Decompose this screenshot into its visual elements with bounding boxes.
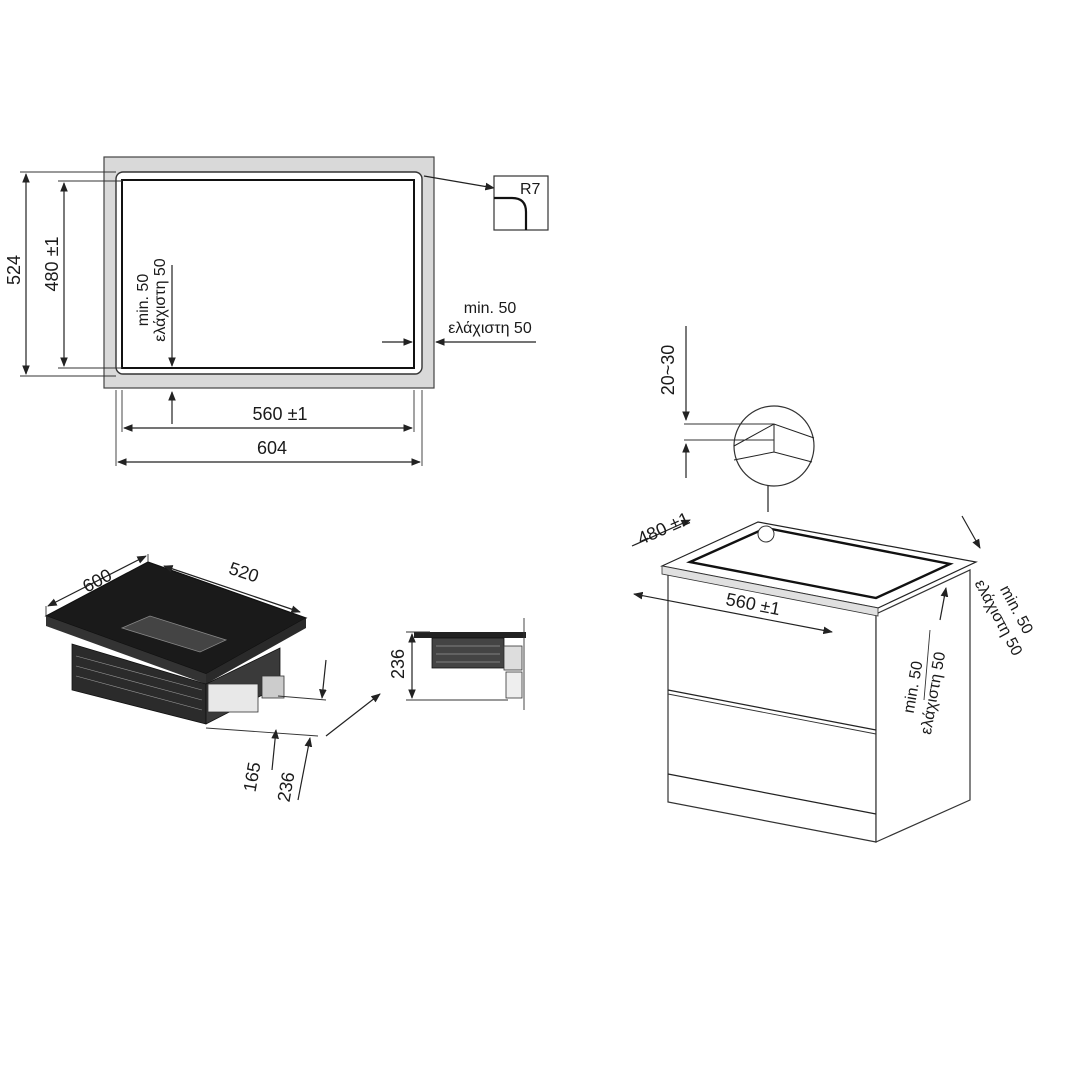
hob-glass-edge-side [206,618,306,684]
section-duct [505,671,523,699]
dim-tick-top [319,659,327,699]
dim-label-165: 165 [240,760,265,793]
dim-label-520: 520 [226,558,261,586]
drawer-line-1 [667,689,877,731]
cabinet-install: 20~30 480 ±1 560 ±1 min. 50 ελάχιστη 50 … [631,326,1036,843]
min-side-arrow [961,515,981,549]
dim-label-560: 560 ±1 [253,404,308,424]
dim-line-236 [297,737,313,801]
section-body [431,637,505,669]
hob-isometric: 600 520 165 236 [44,554,381,803]
dim-label-604: 604 [257,438,287,458]
min-right-label-1: min. 50 [464,300,517,317]
section-glass [414,632,526,638]
view-arrow [325,693,381,737]
dim-label-236: 236 [274,770,299,803]
section-fan [503,645,523,671]
dim-line-depth [631,519,691,547]
detail-marker [757,525,775,543]
corner-leader [423,175,495,191]
min-left-label-1: min. 50 [135,274,152,327]
dim-label-480: 480 ±1 [42,237,62,292]
dim-label-524: 524 [4,255,24,285]
dim-label-depth: 480 ±1 [634,508,692,549]
dim-label-section-236: 236 [388,649,408,679]
dim-line-600 [47,555,147,607]
cutout-inner [121,179,415,369]
corner-radius-curve [494,196,528,230]
side-section: 236 [388,618,526,710]
dim-line-165 [271,729,279,771]
dim-line-520 [163,565,301,613]
hob-glass-edge-front [46,616,206,684]
corner-radius-label: R7 [520,181,541,198]
min-right-label-2: ελάχιστη 50 [448,320,532,337]
cutout-plan: 524 480 ±1 min. 50 ελάχιστη 50 min. 50 ε… [4,156,549,466]
drawer-line-2 [667,773,877,815]
dim-line-width [633,591,833,635]
motor-connector [261,675,285,699]
dim-label-thickness: 20~30 [658,345,678,396]
corner-detail-box [493,175,549,231]
motor-unit [207,683,259,713]
downdraft-vent [120,615,228,653]
min-front-arrow [939,587,949,621]
min-left-label-2: ελάχιστη 50 [152,258,169,342]
worktop-cutout [686,526,954,600]
cabinet-side [875,569,971,843]
